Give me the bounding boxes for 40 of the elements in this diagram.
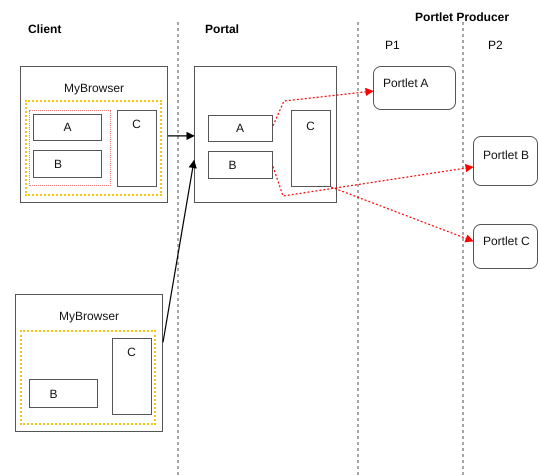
column-heading: Portal [205,22,240,36]
portlet-box [473,224,538,269]
arrow [272,164,474,197]
component-label: C [131,116,142,130]
component-box [28,378,98,408]
component-label: MyBrowser [62,81,125,95]
arrow [162,160,197,342]
column-label: P2 [488,38,503,52]
component-label: A [234,120,245,134]
arrow [272,88,374,126]
component-label: C [126,344,137,358]
component-label: B [228,158,237,172]
component-label: MyBrowser [58,309,120,323]
arrow [168,132,195,140]
arrow [330,186,474,242]
portlet-label: Portlet A [383,76,428,90]
portlet-box [373,66,456,110]
component-box [208,150,272,178]
dotted-frame [24,100,162,196]
portlet-label: Portlet B [483,148,530,162]
component-label: B [50,386,58,400]
component-label: C [305,118,316,132]
column-label: P1 [385,38,400,52]
component-label: B [54,157,62,171]
dotted-frame [20,330,156,424]
component-box [290,110,330,186]
portlet-box [473,136,538,186]
component-box [112,338,152,414]
portal-frame [194,66,337,203]
component-box [20,66,168,203]
component-box [33,114,102,141]
component-box [208,114,272,142]
portlet-label: Portlet C [483,234,530,248]
column-heading: Client [28,22,62,36]
component-box [116,110,156,186]
dotted-frame [28,110,110,186]
component-box [15,294,163,432]
column-heading: Portlet Producer [415,10,510,24]
component-label: A [62,120,72,134]
component-box [33,150,102,178]
